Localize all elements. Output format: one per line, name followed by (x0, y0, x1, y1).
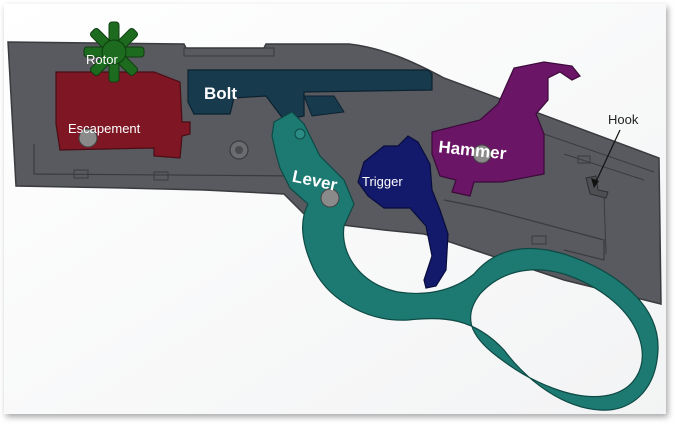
lever-pivot-small (294, 128, 306, 140)
trigger-part (357, 135, 449, 289)
receiver-detail-rail (33, 144, 305, 177)
trigger-label: Trigger (362, 174, 403, 189)
receiver-detail-top (183, 47, 275, 57)
escapement-pin (78, 128, 98, 148)
receiver-detail-lower (443, 199, 605, 261)
lever-part (271, 111, 659, 411)
receiver-detail-tail (543, 133, 655, 255)
hook-leader-arrow (591, 178, 599, 188)
rotor-label: Rotor (86, 52, 118, 67)
escapement-label: Escapement (68, 121, 141, 136)
diagram-frame: Rotor Escapement Bolt Lever Trigger Hamm… (4, 4, 666, 414)
escapement-part (55, 71, 191, 159)
hook-label: Hook (608, 112, 639, 127)
mechanism-diagram: Rotor Escapement Bolt Lever Trigger Hamm… (4, 4, 666, 414)
receiver-slot-2 (153, 171, 169, 181)
receiver-slot-3 (531, 235, 547, 245)
receiver-screw-inner (235, 146, 243, 154)
hammer-part (431, 61, 581, 197)
receiver-slot-1 (73, 169, 89, 179)
hook-leader-line (593, 129, 621, 187)
receiver-slot-4 (577, 155, 591, 164)
bolt-channel (303, 95, 345, 117)
hook-shape (585, 175, 609, 199)
hammer-pin (472, 144, 492, 164)
lever-pin (320, 188, 340, 208)
rotor-gear (83, 21, 145, 83)
bolt-label: Bolt (204, 84, 237, 103)
